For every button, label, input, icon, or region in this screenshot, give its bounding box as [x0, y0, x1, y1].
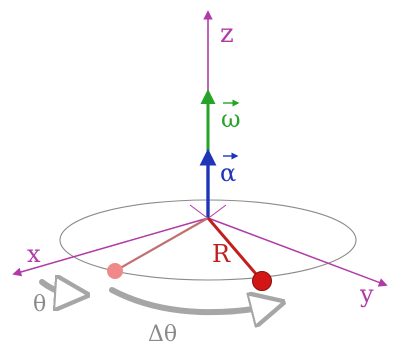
x-axis	[12, 217, 209, 277]
center-tick-left	[189, 204, 207, 218]
initial-particle	[107, 263, 123, 279]
y-axis	[207, 217, 388, 287]
alpha-label: α	[220, 152, 239, 187]
alpha-label-text: α	[220, 159, 236, 187]
delta-theta-label: Δθ	[148, 322, 177, 347]
omega-label-text: ω	[221, 105, 241, 133]
delta-theta-arc	[109, 287, 268, 312]
particle	[252, 271, 272, 291]
radius-label: R	[212, 240, 231, 268]
z-axis-label: z	[220, 19, 234, 49]
theta-arc	[39, 282, 72, 294]
radius-line	[206, 217, 264, 282]
x-axis-label: x	[27, 240, 41, 268]
omega-label: ω	[221, 99, 241, 133]
theta-label: θ	[33, 292, 46, 317]
initial-radius-line	[114, 217, 209, 272]
center-tick-right	[209, 204, 227, 218]
y-axis-label: y	[359, 280, 374, 308]
